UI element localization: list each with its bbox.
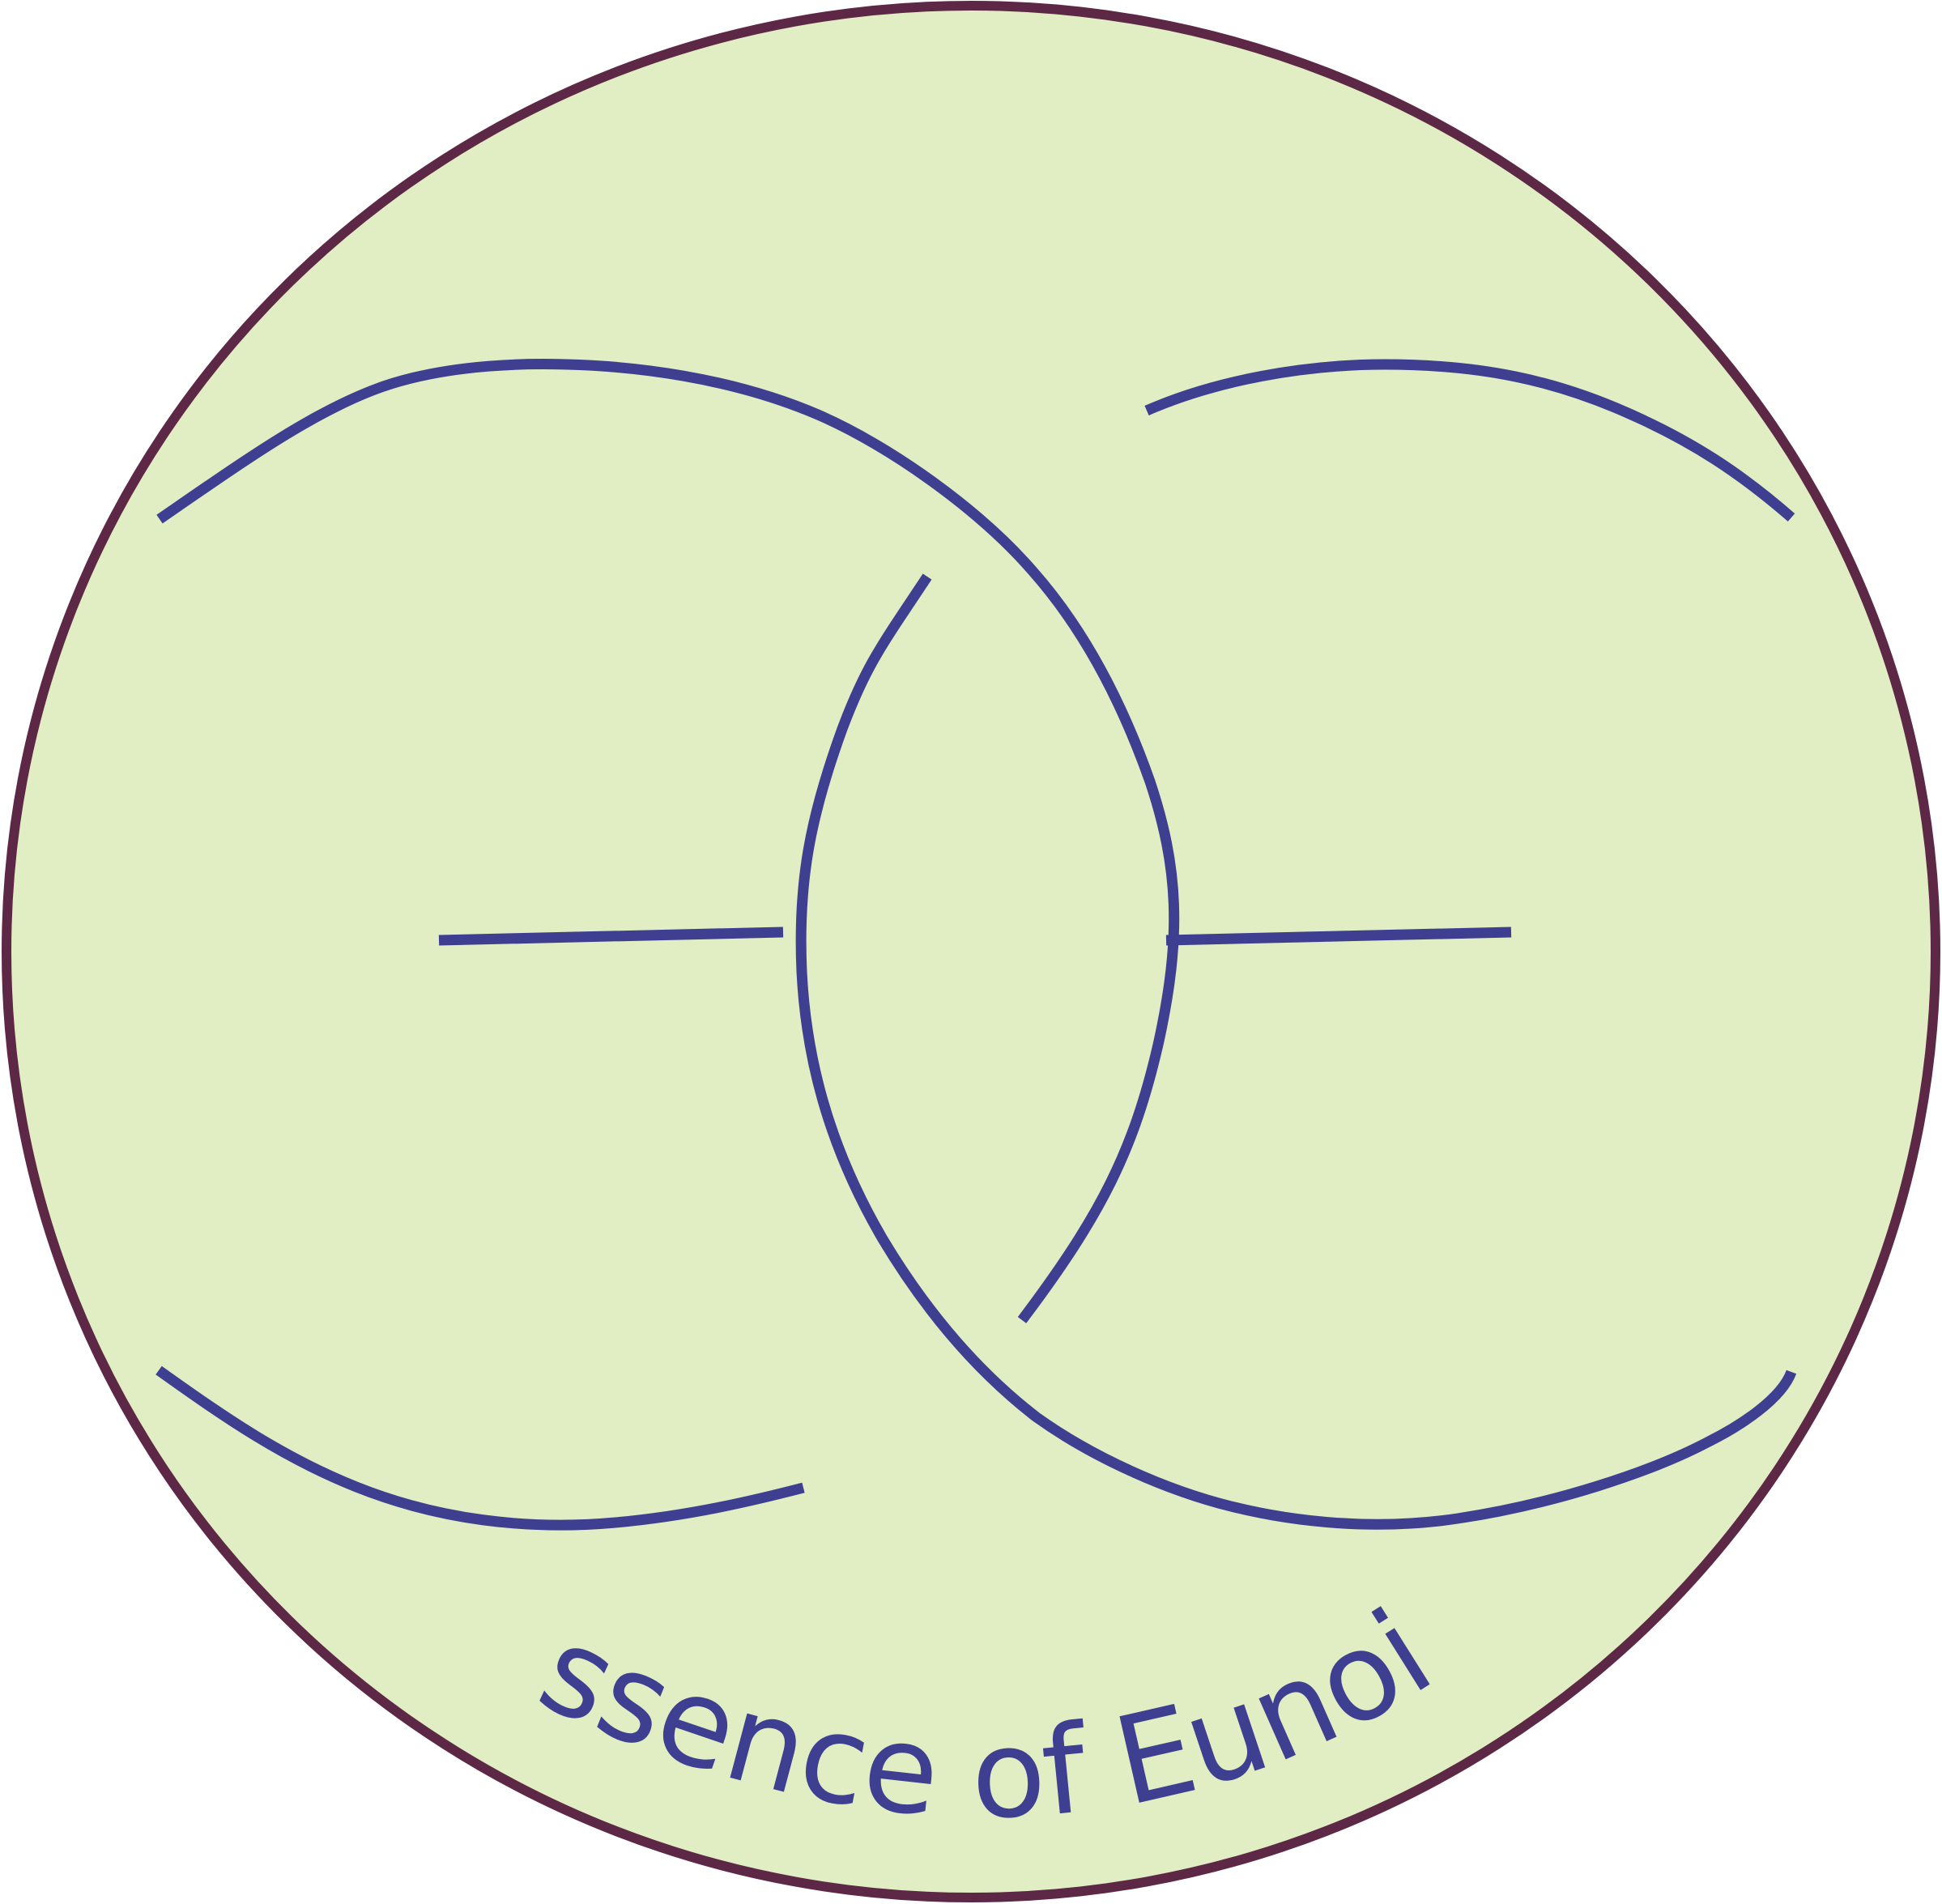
knot-strand-upper-right xyxy=(1144,359,1795,522)
knot-strand-main xyxy=(156,359,1180,1323)
knot-lines xyxy=(155,359,1797,1531)
knot-strand-lens xyxy=(795,573,1797,1530)
knot-bar-left xyxy=(438,926,784,946)
knot-bar-right xyxy=(1165,926,1512,946)
knot-strand-lower-left xyxy=(155,1365,805,1531)
